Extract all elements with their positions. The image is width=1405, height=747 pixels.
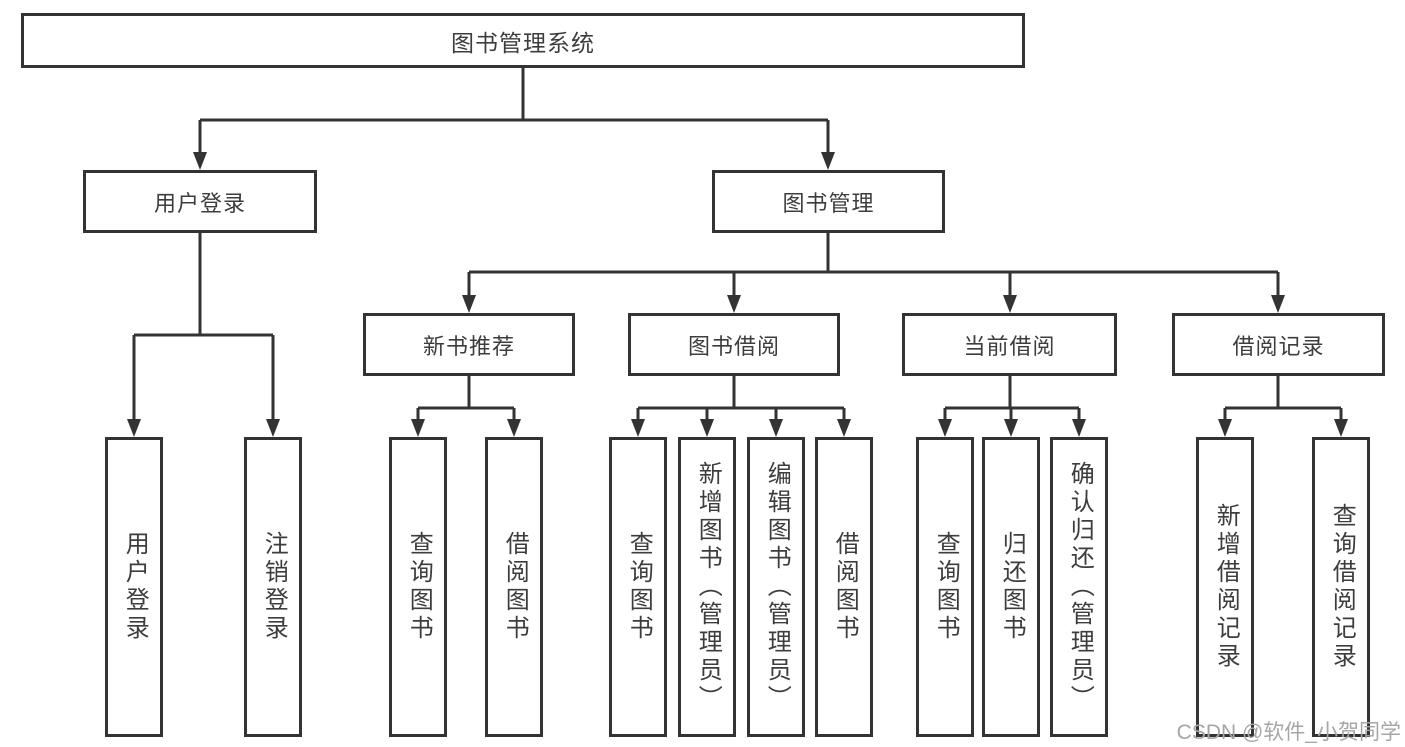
node-current-borrow: 当前借阅: [902, 313, 1117, 376]
node-label: 当前借阅: [963, 333, 1056, 359]
connector-borrow-records-to-leaves: [1223, 376, 1343, 422]
leaf-borrow-books-recommend: 借阅图书: [485, 437, 543, 737]
leaf-edit-book-admin: 编辑图书（管理员）: [747, 437, 805, 737]
leaf-label: 新增图书（管理员）: [694, 461, 722, 713]
leaf-query-books-recommend: 查询图书: [389, 437, 447, 737]
leaf-label: 注销登录: [260, 531, 288, 643]
node-root: 图书管理系统: [21, 13, 1025, 68]
leaf-add-book-admin: 新增图书（管理员）: [678, 437, 736, 737]
leaf-label: 查询图书: [405, 531, 433, 643]
arrowheads-leaves: [127, 419, 1348, 437]
connector-book-borrow-to-leaves: [636, 376, 846, 422]
leaf-label: 查询图书: [932, 531, 960, 643]
node-label: 新书推荐: [422, 333, 515, 359]
leaf-query-books-borrow: 查询图书: [609, 437, 667, 737]
node-user-login-branch: 用户登录: [83, 170, 317, 233]
node-book-management: 图书管理: [712, 170, 945, 233]
connector-root-to-level2: [198, 68, 830, 155]
connector-new-book-recommend-to-leaves: [416, 376, 516, 422]
leaf-label: 编辑图书（管理员）: [763, 461, 791, 713]
connector-book-management-to-groups: [467, 233, 1280, 298]
connector-current-borrow-to-leaves: [943, 376, 1081, 422]
leaf-confirm-return-admin: 确认归还（管理员）: [1050, 437, 1108, 737]
connector-user-login-to-leaves: [132, 233, 275, 422]
leaf-add-borrow-record: 新增借阅记录: [1196, 437, 1254, 737]
leaf-return-book: 归还图书: [982, 437, 1040, 737]
leaf-label: 查询借阅记录: [1328, 503, 1356, 671]
node-book-borrow: 图书借阅: [628, 313, 840, 376]
csdn-watermark: CSDN @软件_小贺同学: [1176, 721, 1401, 744]
node-label: 借阅记录: [1232, 333, 1325, 359]
node-label: 图书管理: [782, 190, 875, 216]
node-root-label: 图书管理系统: [451, 29, 595, 56]
leaf-label: 借阅图书: [831, 531, 859, 643]
node-label: 图书借阅: [687, 333, 780, 359]
leaf-label: 查询图书: [625, 531, 653, 643]
node-new-book-recommend: 新书推荐: [363, 313, 575, 376]
leaf-borrow-books: 借阅图书: [815, 437, 873, 737]
leaf-query-borrow-record: 查询借阅记录: [1312, 437, 1370, 737]
arrowheads-level2: [193, 152, 835, 170]
leaf-label: 确认归还（管理员）: [1066, 461, 1094, 713]
leaf-query-books-current: 查询图书: [916, 437, 974, 737]
leaf-label: 借阅图书: [501, 531, 529, 643]
node-borrow-records: 借阅记录: [1172, 313, 1385, 376]
leaf-user-login: 用户登录: [105, 437, 163, 737]
node-label: 用户登录: [153, 190, 246, 216]
leaf-label: 归还图书: [998, 531, 1026, 643]
leaf-label: 用户登录: [121, 531, 149, 643]
leaf-logout: 注销登录: [244, 437, 302, 737]
arrowheads-level3: [462, 295, 1285, 313]
leaf-label: 新增借阅记录: [1212, 503, 1240, 671]
